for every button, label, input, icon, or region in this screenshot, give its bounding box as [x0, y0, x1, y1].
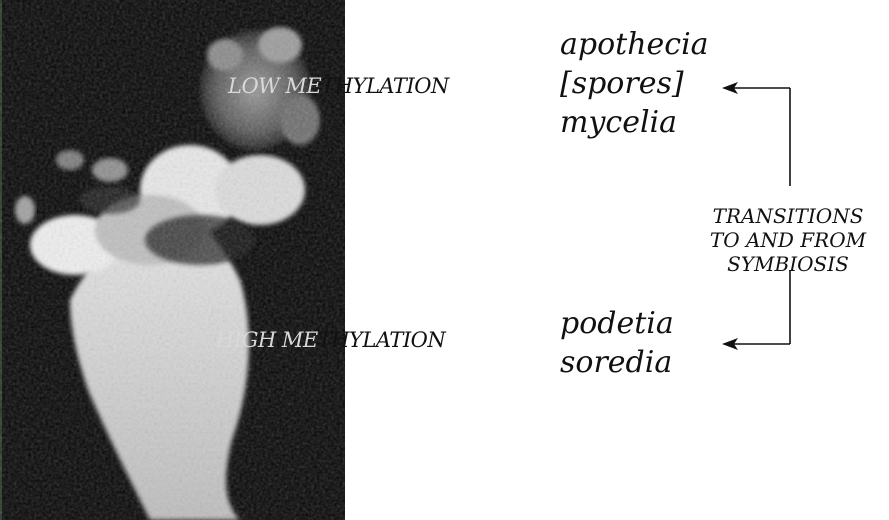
- transition-label-line-3: SYMBIOSIS: [690, 252, 886, 276]
- transition-label-line-1: TRANSITIONS: [690, 204, 886, 228]
- transition-label: TRANSITIONS TO AND FROM SYMBIOSIS: [690, 204, 886, 276]
- transition-label-line-2: TO AND FROM: [690, 228, 886, 252]
